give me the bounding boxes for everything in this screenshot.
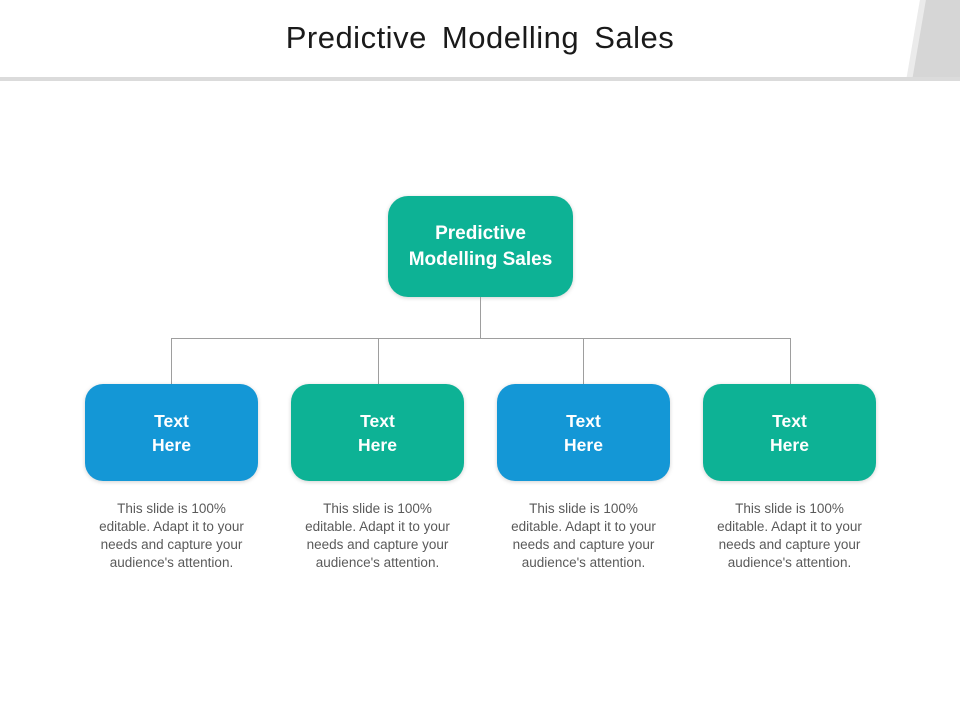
connector-branch-4: [790, 338, 791, 384]
child-column-1: Text Here This slide is 100% editable. A…: [85, 384, 258, 572]
child-node-2-label: Text Here: [358, 410, 397, 455]
child-node-4-label: Text Here: [770, 410, 809, 455]
child-node-3: Text Here: [497, 384, 670, 481]
connector-branch-2: [378, 338, 379, 384]
child-node-1-description: This slide is 100% editable. Adapt it to…: [99, 501, 244, 570]
child-node-2-description: This slide is 100% editable. Adapt it to…: [305, 501, 450, 570]
root-node-label: Predictive Modelling Sales: [408, 222, 553, 270]
child-node-2: Text Here: [291, 384, 464, 481]
connector-branch-3: [583, 338, 584, 384]
child-node-3-label: Text Here: [564, 410, 603, 455]
connector-crossbar: [171, 338, 790, 339]
page-title: Predictive Modelling Sales: [285, 20, 675, 55]
child-node-1-label: Text Here: [152, 410, 191, 455]
child-node-1: Text Here: [85, 384, 258, 481]
root-node: Predictive Modelling Sales: [388, 196, 573, 297]
child-node-4: Text Here: [703, 384, 876, 481]
connector-branch-1: [171, 338, 172, 384]
connector-root-stem: [480, 297, 481, 338]
child-node-3-description: This slide is 100% editable. Adapt it to…: [511, 501, 656, 570]
title-divider: [0, 77, 960, 81]
child-column-2: Text Here This slide is 100% editable. A…: [291, 384, 464, 572]
child-column-4: Text Here This slide is 100% editable. A…: [703, 384, 876, 572]
child-column-3: Text Here This slide is 100% editable. A…: [497, 384, 670, 572]
child-node-4-description: This slide is 100% editable. Adapt it to…: [717, 501, 862, 570]
